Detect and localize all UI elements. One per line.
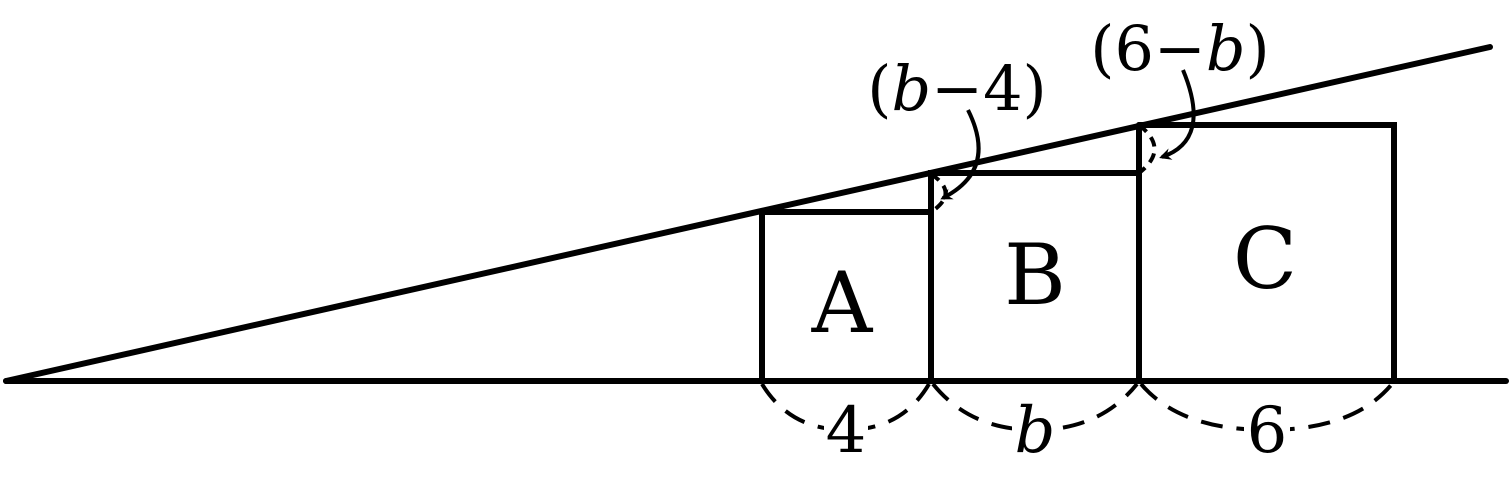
leader-arrow-right <box>1159 69 1196 160</box>
paren-open: ( <box>867 52 891 125</box>
number-4: 4 <box>983 52 1022 125</box>
leader-arrow-left <box>940 109 981 200</box>
paren-close: ) <box>1023 52 1047 125</box>
dimension-label-b: b <box>1015 394 1056 468</box>
var-b: b <box>891 52 931 125</box>
label-gap <box>1012 400 1058 460</box>
annotation-6-minus-b: (6−b) <box>1090 12 1270 85</box>
square-c <box>1136 122 1397 384</box>
sloped-line <box>3 44 1493 384</box>
label-gap <box>1244 400 1290 460</box>
annotation-b-minus-4: (b−4) <box>867 52 1047 125</box>
square-c-label: C <box>1233 210 1297 308</box>
var-b: b <box>1206 12 1246 85</box>
paren-open: ( <box>1090 12 1114 85</box>
dimension-arc-6 <box>1139 382 1394 433</box>
dimension-label-6: 6 <box>1247 394 1288 468</box>
dimension-label-4: 4 <box>826 394 867 468</box>
number-6: 6 <box>1114 12 1153 85</box>
label-gap <box>824 400 868 460</box>
paren-close: ) <box>1246 12 1270 85</box>
square-b <box>928 170 1142 384</box>
minus-sign: − <box>931 52 983 125</box>
square-b-label: B <box>1004 226 1066 324</box>
square-a-label: A <box>811 254 874 352</box>
gap-arc-right <box>1137 123 1157 175</box>
minus-sign: − <box>1154 12 1206 85</box>
